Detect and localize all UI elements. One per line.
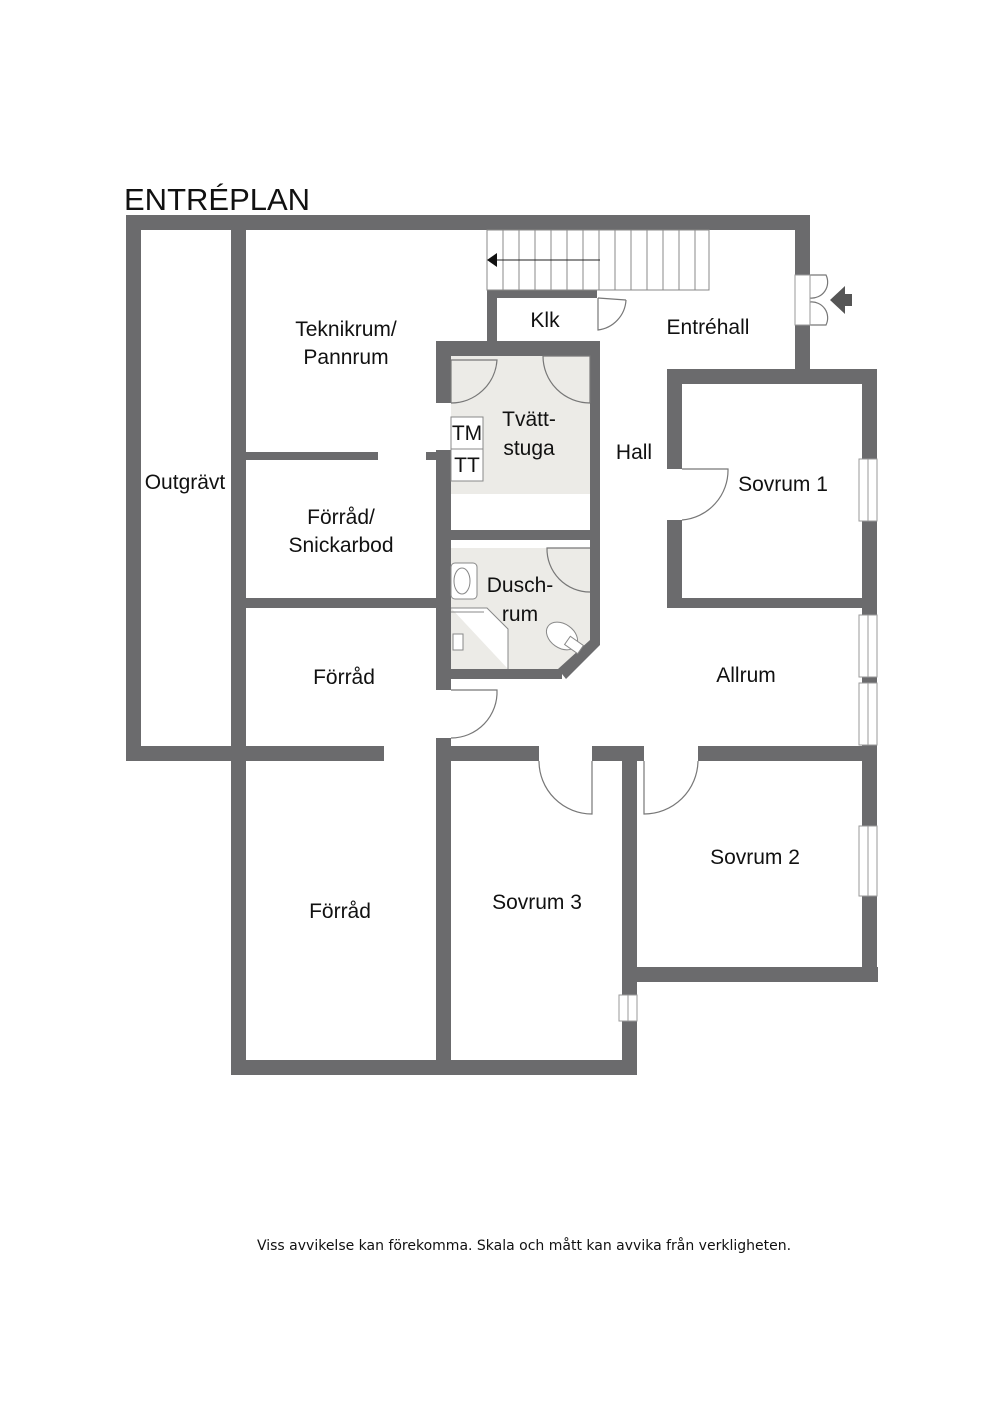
disclaimer-text: Viss avvikelse kan förekomma. Skala och …	[256, 1238, 792, 1254]
room-sovrum3: Sovrum 3	[492, 891, 582, 914]
room-tvatt-line2: stuga	[503, 437, 555, 460]
room-tvatt-line1: Tvätt-	[502, 408, 556, 431]
wall-shower-bottom	[436, 669, 562, 679]
wall-sovrum2-bottom	[622, 967, 878, 982]
room-hall: Hall	[616, 441, 652, 464]
wall-top	[126, 215, 810, 230]
room-sovrum2: Sovrum 2	[710, 846, 800, 869]
wall-allrum-bottom-c	[698, 746, 877, 761]
wall-lower-left	[231, 746, 246, 1075]
room-dusch-line2: rum	[502, 603, 538, 626]
tumble-dryer-label: TT	[454, 454, 480, 477]
wall-outgravt-inner	[231, 230, 246, 760]
wall-entrehall-right-upper	[795, 215, 810, 275]
room-allrum: Allrum	[716, 664, 776, 687]
door-laundry-right	[542, 355, 591, 404]
wall-central-mid	[436, 450, 451, 690]
door-klk	[597, 298, 627, 331]
wall-snickarbod-bottom	[246, 598, 436, 608]
door-forrad-mid	[450, 689, 498, 739]
wall-sovrum1-top	[667, 369, 877, 384]
wall-entrehall-right-lower	[795, 325, 810, 383]
doors	[450, 274, 829, 815]
room-sovrum1: Sovrum 1	[738, 473, 828, 496]
stair-arrow-icon	[487, 253, 497, 267]
room-snickarbod-line2: Snickarbod	[288, 534, 393, 557]
washing-machine-label: TM	[452, 422, 482, 445]
wall-sovrum2-left	[622, 746, 637, 806]
room-outgravt: Outgrävt	[145, 471, 226, 494]
door-laundry-left	[450, 359, 498, 404]
wall-shower-right	[590, 540, 600, 642]
wall-sovrum3-left	[436, 738, 451, 1075]
wall-laundry-right	[590, 341, 600, 541]
room-forrad-mid: Förråd	[313, 666, 375, 689]
door-entrance	[809, 274, 829, 326]
staircase	[486, 229, 710, 291]
wall-laundry-bottom	[436, 530, 600, 540]
wall-central-upper	[436, 343, 451, 403]
room-forrad-bottom: Förråd	[309, 900, 371, 923]
door-shower	[546, 547, 591, 593]
room-entrehall: Entréhall	[667, 316, 750, 339]
wall-teknikrum-stub	[426, 452, 436, 460]
wall-left	[126, 215, 141, 761]
room-klk: Klk	[530, 309, 560, 332]
walls	[126, 215, 878, 1075]
shower-corner-icon	[451, 607, 509, 669]
wall-klk-top	[487, 290, 597, 298]
shower-head-icon	[452, 633, 464, 651]
wall-allrum-bottom-a	[436, 746, 539, 761]
room-snickarbod-line1: Förråd/	[307, 506, 375, 529]
wall-shower-chamfer	[558, 640, 600, 679]
wall-teknikrum-bottom	[246, 452, 378, 460]
room-dusch-line1: Dusch-	[487, 574, 554, 597]
room-teknikrum-line2: Pannrum	[303, 346, 388, 369]
wall-sovrum1-bottom	[667, 598, 877, 608]
tumble-dryer	[450, 448, 484, 482]
door-sovrum3	[538, 760, 593, 815]
entrance-arrow-icon	[830, 286, 852, 314]
door-sovrum1	[681, 468, 729, 521]
room-teknikrum-line1: Teknikrum/	[295, 318, 397, 341]
windows	[618, 274, 878, 1022]
wall-sovrum1-left-lower	[667, 520, 682, 606]
shower-fixtures	[450, 562, 585, 669]
plan-title: ENTRÉPLAN	[124, 182, 310, 217]
wall-outgravt-bottom	[126, 746, 384, 761]
wall-sovrum1-left-upper	[667, 369, 682, 469]
wall-klk-left	[487, 290, 497, 345]
wall-sovrum3-right	[622, 761, 637, 1075]
window-entrance	[794, 274, 811, 326]
laundry-fixtures	[450, 416, 484, 482]
door-sovrum2	[643, 760, 699, 815]
wall-bottom	[231, 1060, 637, 1075]
wall-klk-bottom	[436, 341, 598, 356]
